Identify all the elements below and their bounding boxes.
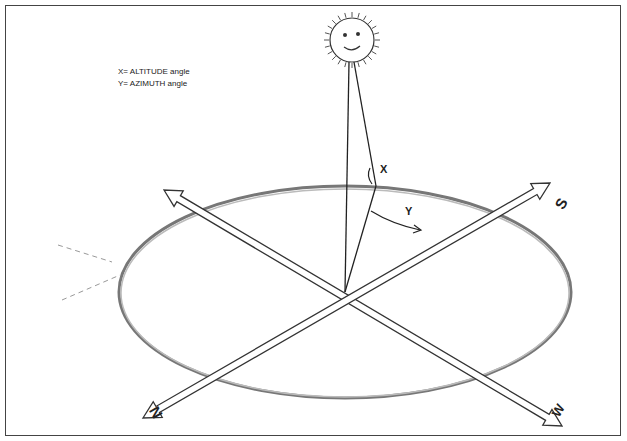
sun-ray	[364, 16, 367, 20]
sun-ray	[328, 52, 332, 55]
azimuth-arc	[371, 211, 420, 230]
sun-ray	[368, 20, 372, 24]
sight-line	[345, 62, 349, 292]
sun-mouth	[344, 46, 360, 50]
sun-ray	[352, 12, 353, 17]
frame	[6, 6, 621, 436]
compass-letter: S	[552, 195, 570, 211]
sun-ray	[358, 13, 359, 18]
angle-symbol: X	[380, 164, 387, 175]
sun-ray	[374, 33, 379, 34]
sun-ray	[345, 13, 346, 18]
sun-ray	[332, 56, 336, 60]
sun-ray	[325, 46, 330, 47]
dashed-guide	[62, 275, 120, 300]
legend-note: X= ALTITUDE angle	[118, 68, 190, 76]
compass-letter: N	[146, 404, 164, 421]
dashed-guide	[58, 245, 112, 262]
sun-eye	[343, 33, 347, 37]
sun-ray	[364, 60, 367, 64]
sun-eye	[356, 32, 360, 36]
sight-line	[345, 186, 376, 292]
sun-ray	[368, 56, 372, 60]
sun-ray	[338, 60, 341, 64]
sun-ray	[325, 33, 330, 34]
sun-ray	[328, 26, 332, 29]
horizon-ellipse	[119, 186, 571, 398]
legend-note: Y= AZIMUTH angle	[118, 80, 187, 88]
altitude-arc	[368, 168, 372, 184]
sight-line	[354, 62, 376, 186]
sun-ray	[345, 62, 346, 67]
azimuth-arrowhead	[413, 225, 421, 233]
angle-symbol: Y	[405, 206, 412, 217]
sun-ray	[375, 40, 380, 41]
east-west-arrow	[164, 190, 562, 426]
sun-ray	[332, 20, 336, 24]
sun-ray	[374, 46, 379, 47]
sun	[330, 18, 374, 62]
sun-ray	[338, 16, 341, 20]
sun-ray	[352, 63, 353, 68]
sun-ray	[324, 40, 329, 41]
sun-ray	[358, 62, 359, 67]
sun-ray	[372, 26, 376, 29]
sun-ray	[372, 52, 376, 55]
